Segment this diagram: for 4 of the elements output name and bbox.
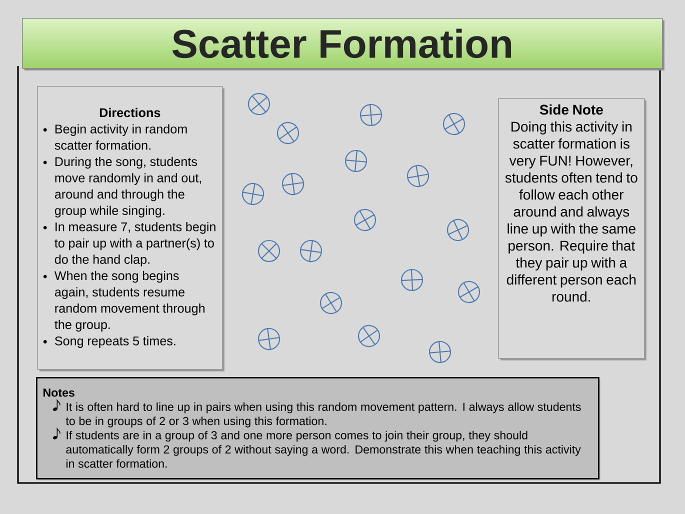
title-banner: Scatter Formation	[22, 18, 664, 70]
notes-box: Notes It is often hard to line up in pairs when using this random movement pattern. I always allow students to be in groups of 2 or 3 when using this formation. If students are in a group of 3 and one more person comes to join their group, they should automatically form 2 groups of 2 without saying a word. Demonstrate this when teaching this activity in scatter formation.	[36, 377, 600, 480]
side-note-box: Side Note Doing this activity in scatter formation is very FUN! However, students often tend to follow each other around and always line up with the same person. Require that they pair up with a different person each round.	[498, 98, 646, 360]
directions-box: Directions Begin activity in random scatter formation. During the song, students move randomly in and out, around and through the group while singing. In measure 7, students begin to pair up with a partner(s) to do the hand clap. When the song begins again, students resume random movement through the group. Song repeats 5 times.	[37, 86, 224, 372]
